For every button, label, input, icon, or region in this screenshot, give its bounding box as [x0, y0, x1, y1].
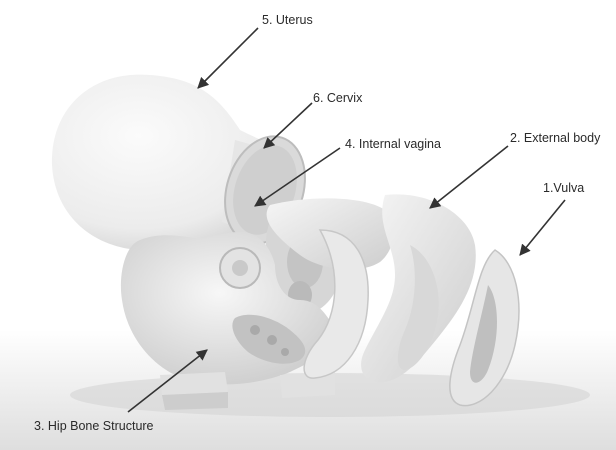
label-external-body: 2. External body: [510, 131, 601, 145]
arrow-external-body: [430, 146, 508, 208]
label-hip-bone-structure: 3. Hip Bone Structure: [34, 419, 154, 433]
label-vulva: 1.Vulva: [543, 181, 584, 195]
label-uterus: 5. Uterus: [262, 13, 313, 27]
label-cervix: 6. Cervix: [313, 91, 363, 105]
label-internal-vagina: 4. Internal vagina: [345, 137, 441, 151]
arrow-vulva: [520, 200, 565, 255]
arrow-uterus: [198, 28, 258, 88]
